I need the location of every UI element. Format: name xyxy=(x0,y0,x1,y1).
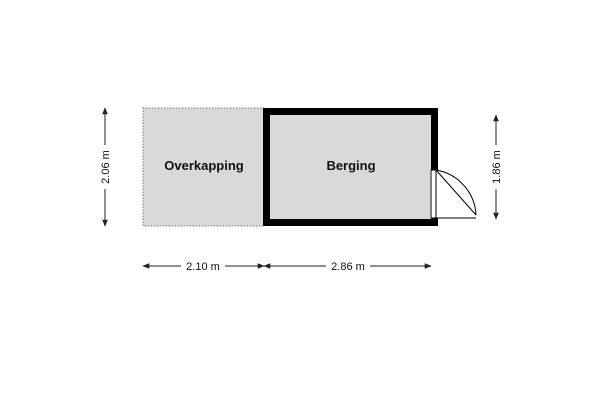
dimension-label-bg-bottom-left xyxy=(181,259,225,273)
door-frame xyxy=(430,169,437,219)
door-leaf xyxy=(435,169,477,216)
dimension-label-bottom-right-width: 2.86 m xyxy=(331,261,365,273)
overkapping-area xyxy=(142,107,265,227)
room-label-berging: Berging xyxy=(326,158,375,173)
door-swing-arc xyxy=(435,169,477,216)
berging-floor xyxy=(270,115,431,219)
dimension-label-right-height: 1.86 m xyxy=(491,150,503,184)
dimension-label-bg-bottom-right xyxy=(326,259,370,273)
dimension-label-bottom-left-width: 2.10 m xyxy=(186,261,220,273)
room-label-overkapping: Overkapping xyxy=(164,158,244,173)
dimension-label-bg-left xyxy=(98,145,112,189)
dimension-label-left-height: 2.06 m xyxy=(100,150,112,184)
dimension-label-bg-right xyxy=(489,145,503,189)
